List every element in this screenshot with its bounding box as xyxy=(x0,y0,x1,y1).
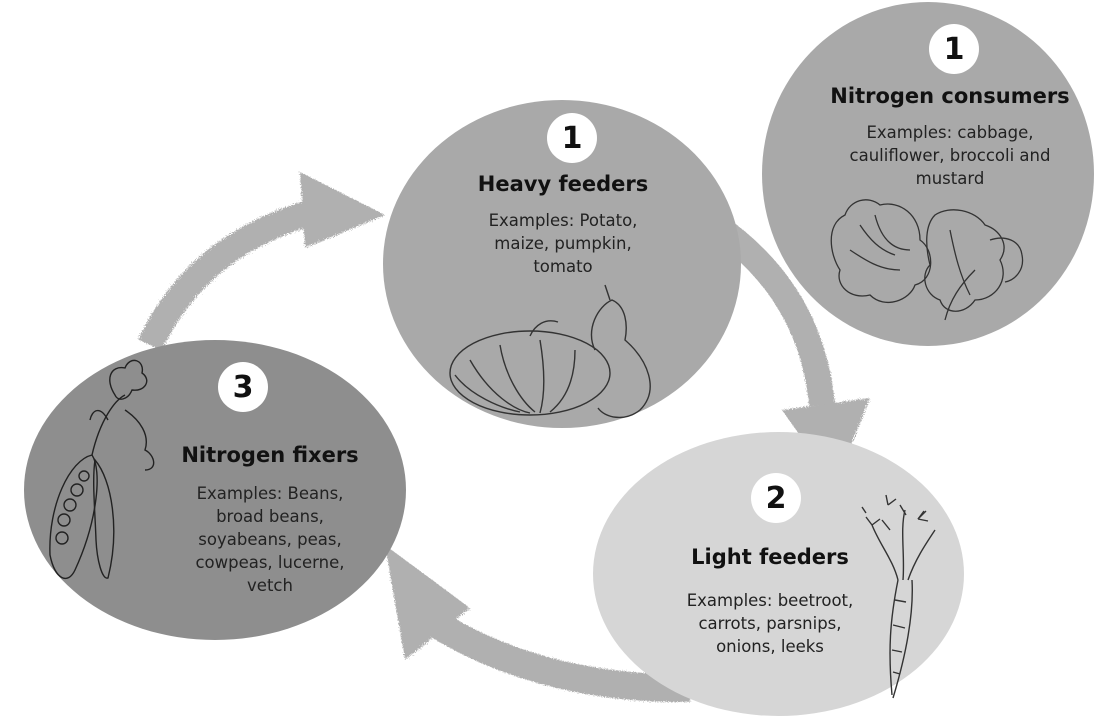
nitrogen-consumers-examples: Examples: cabbage, cauliflower, broccoli… xyxy=(800,121,1099,190)
light-feeders-examples: Examples: beetroot, carrots, parsnips, o… xyxy=(630,589,910,658)
nitrogen-fixers-example-line: cowpeas, lucerne, xyxy=(150,551,390,574)
nitrogen-consumers-title: Nitrogen consumers xyxy=(800,84,1099,108)
light-feeders-example-line: Examples: beetroot, xyxy=(630,589,910,612)
nitrogen-consumers-example-line: mustard xyxy=(800,167,1099,190)
heavy-feeders-title: Heavy feeders xyxy=(423,172,703,196)
nitrogen-consumers-example-line: Examples: cabbage, xyxy=(800,121,1099,144)
light-feeders-number: 2 xyxy=(751,473,801,523)
light-feeders-example-line: onions, leeks xyxy=(630,635,910,658)
nitrogen-fixers-number: 3 xyxy=(218,362,268,412)
pea-pod-icon xyxy=(50,360,154,578)
nitrogen-consumers-example-line: cauliflower, broccoli and xyxy=(800,144,1099,167)
light-feeders-title: Light feeders xyxy=(630,545,910,569)
nitrogen-fixers-example-line: broad beans, xyxy=(150,505,390,528)
nitrogen-consumers-number: 1 xyxy=(929,24,979,74)
light-feeders-example-line: carrots, parsnips, xyxy=(630,612,910,635)
cabbage-icon xyxy=(831,200,1022,320)
heavy-feeders-number: 1 xyxy=(547,113,597,163)
nitrogen-fixers-example-line: vetch xyxy=(150,574,390,597)
heavy-feeders-example-line: Examples: Potato, xyxy=(423,209,703,232)
nitrogen-fixers-example-line: soyabeans, peas, xyxy=(150,528,390,551)
heavy-feeders-examples: Examples: Potato, maize, pumpkin, tomato xyxy=(423,209,703,278)
nitrogen-fixers-examples: Examples: Beans, broad beans, soyabeans,… xyxy=(150,482,390,597)
nitrogen-fixers-example-line: Examples: Beans, xyxy=(150,482,390,505)
pumpkin-icon xyxy=(450,285,650,417)
heavy-feeders-example-line: maize, pumpkin, xyxy=(423,232,703,255)
heavy-feeders-example-line: tomato xyxy=(423,255,703,278)
nitrogen-fixers-title: Nitrogen fixers xyxy=(150,443,390,467)
